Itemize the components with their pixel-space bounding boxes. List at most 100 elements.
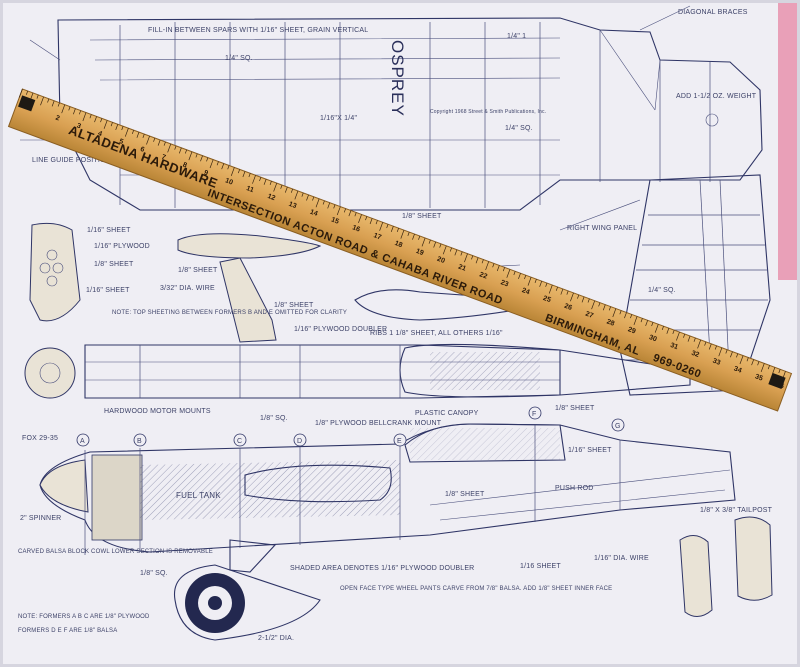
ruler-tick xyxy=(513,271,516,276)
ruler-number: 15 xyxy=(330,216,340,225)
label-shaded-area: SHADED AREA DENOTES 1/16" PLYWOOD DOUBLE… xyxy=(290,565,474,572)
label-eighth-sheet-b: 1/8" SHEET xyxy=(274,302,314,309)
ruler-tick xyxy=(115,124,119,131)
ruler-number: 33 xyxy=(712,358,722,367)
ruler-tick xyxy=(306,194,309,201)
ruler-tick xyxy=(206,157,209,162)
ruler-tick xyxy=(333,204,336,209)
ruler-tick xyxy=(25,90,29,95)
label-fill-in: FILL-IN BETWEEN SPARS WITH 1/16" SHEET, … xyxy=(148,27,368,34)
label-quarter-1: 1/4" 1 xyxy=(507,33,526,40)
ruler-tick xyxy=(704,341,707,346)
label-former-sheet-3: 1/16" SHEET xyxy=(86,287,130,294)
ruler-tick xyxy=(142,133,145,138)
ruler-number: 31 xyxy=(669,342,679,351)
label-diagonal-braces: DIAGONAL BRACES xyxy=(678,9,748,16)
ruler-tick xyxy=(200,155,203,162)
ruler-tick xyxy=(545,282,548,287)
ruler-number: 3 xyxy=(76,122,82,130)
ruler-number: 6 xyxy=(139,146,145,154)
label-1-16-x-1-4: 1/16"X 1/4" xyxy=(320,115,357,122)
ruler-tick xyxy=(386,224,389,229)
label-eighth-sheet-d: 1/8" SHEET xyxy=(445,491,485,498)
label-bellcrank: 1/8" PLYWOOD BELLCRANK MOUNT xyxy=(315,420,442,427)
label-add-weight: ADD 1-1/2 OZ. WEIGHT xyxy=(676,93,757,100)
ruler-number: 26 xyxy=(563,303,573,312)
yardstick-body xyxy=(7,88,793,412)
ruler-tick xyxy=(502,267,505,272)
ruler-tick xyxy=(442,245,447,255)
ruler-tick xyxy=(577,294,580,299)
ruler-number: 28 xyxy=(606,318,616,327)
ruler-tick xyxy=(221,163,225,170)
label-sixteenth-sheet-tail: 1/16" SHEET xyxy=(568,447,612,454)
ruler-number: 8 xyxy=(182,162,188,170)
ruler-tick xyxy=(661,326,664,331)
yardstick-end-cap-right xyxy=(768,372,786,389)
ruler-tick xyxy=(760,363,765,372)
ruler-tick xyxy=(36,94,39,99)
ruler-tick xyxy=(227,165,230,170)
ruler-tick xyxy=(209,159,214,169)
ruler-tick xyxy=(736,353,739,358)
ruler-tick xyxy=(290,188,293,193)
ruler-ticks xyxy=(18,88,786,380)
ruler-tick xyxy=(683,333,686,338)
ruler-tick xyxy=(485,261,490,271)
ruler-tick xyxy=(68,106,71,111)
ruler-number: 20 xyxy=(436,256,446,265)
label-eighth-sheet-wing: 1/8" SHEET xyxy=(402,213,442,220)
ruler-tick xyxy=(651,322,654,327)
label-eighth-sq: 1/8" SQ. xyxy=(260,415,288,422)
ruler-tick xyxy=(312,196,315,201)
ruler-tick xyxy=(560,288,564,295)
ruler-tick xyxy=(464,253,468,263)
ruler-tick xyxy=(714,345,717,350)
station-letter: A xyxy=(80,438,85,445)
ruler-tick xyxy=(40,96,44,106)
label-dia-wire: 3/32" DIA. WIRE xyxy=(160,285,215,292)
ruler-tick xyxy=(640,318,643,323)
yardstick-end-cap-left xyxy=(18,95,36,112)
ruler-number: 9 xyxy=(203,169,209,177)
label-former-plywood: 1/16" PLYWOOD xyxy=(94,243,150,250)
plan-labels: OSPREY Copyright 1968 Street & Smith Pub… xyxy=(18,9,772,642)
ruler-tick xyxy=(354,212,357,217)
ruler-tick xyxy=(739,355,744,365)
ruler-tick xyxy=(369,218,373,225)
ruler-number: 35 xyxy=(754,373,764,382)
ruler-tick xyxy=(630,314,633,319)
ruler-tick xyxy=(570,292,574,302)
ruler-tick xyxy=(242,171,246,178)
ruler-tick xyxy=(252,175,256,184)
ruler-tick xyxy=(581,296,585,303)
ruler-tick xyxy=(619,310,622,315)
ruler-number: 14 xyxy=(309,209,319,218)
label-note-formers-2: FORMERS D E F ARE 1/8" BALSA xyxy=(18,628,117,634)
ruler-tick xyxy=(280,184,283,189)
ruler-tick xyxy=(237,169,240,174)
ruler-tick xyxy=(400,230,405,239)
ruler-tick xyxy=(687,335,691,342)
ruler-tick xyxy=(418,235,421,240)
label-plastic-canopy: PLASTIC CANOPY xyxy=(415,410,479,417)
ruler-tick xyxy=(322,200,325,205)
label-fox: FOX 29-35 xyxy=(22,435,58,442)
ruler-tick xyxy=(633,316,638,325)
ruler-tick xyxy=(121,126,124,131)
ruler-number: 32 xyxy=(690,350,700,359)
ruler-tick xyxy=(89,114,92,119)
ruler-tick xyxy=(30,92,34,99)
ruler-tick xyxy=(481,259,484,264)
ruler-number: 30 xyxy=(648,334,658,343)
label-former-sheet-2: 1/8" SHEET xyxy=(94,261,134,268)
ruler-number: 18 xyxy=(394,240,404,249)
ruler-tick xyxy=(327,202,331,209)
ruler-tick xyxy=(602,304,606,311)
label-eighth-sheet-a: 1/8" SHEET xyxy=(178,267,218,274)
ruler-tick xyxy=(396,228,399,233)
ruler-tick xyxy=(412,233,415,240)
ruler-tick xyxy=(475,257,479,264)
ruler-number: 10 xyxy=(224,177,234,186)
